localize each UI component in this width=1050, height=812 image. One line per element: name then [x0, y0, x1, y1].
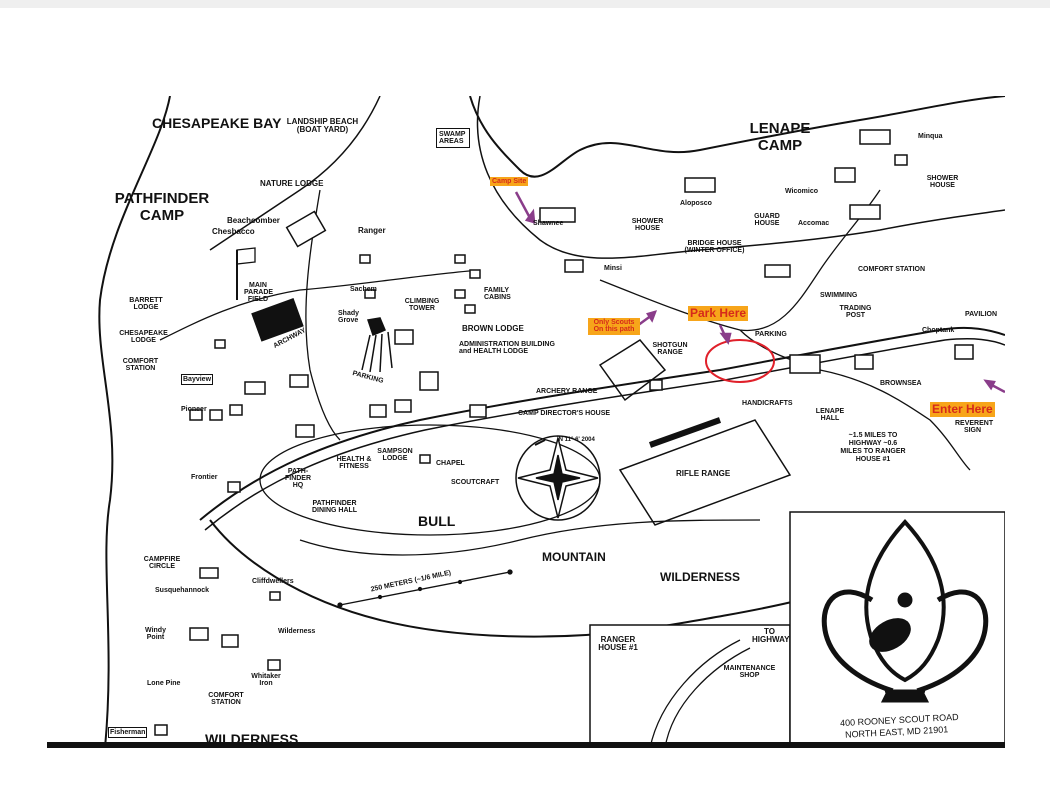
archery-range-label: ARCHERY RANGE	[536, 388, 598, 395]
barrett-lodge-label: BARRETT LODGE	[129, 297, 163, 311]
pavilion-label: PAVILION	[965, 311, 998, 318]
highway-note-label: ~1.5 MILES TO HIGHWAY ~0.6 MILES TO RANG…	[840, 432, 906, 464]
cove-north	[469, 96, 1005, 178]
aloposco-label: Aloposco	[680, 200, 712, 207]
accomac-label: Accomac	[798, 220, 830, 227]
wilderness-boundary	[209, 519, 801, 638]
to-highway-label: TO HIGHWAY	[752, 627, 790, 644]
pioneer-label: Pioneer	[181, 406, 207, 413]
bull-label: BULL	[418, 513, 456, 529]
fisherman-label: Fisherman	[108, 727, 148, 738]
camp-site-arrow	[514, 191, 532, 219]
chesapeake-bay-label: CHESAPEAKE BAY	[152, 115, 282, 131]
compass-note-label: IN 11° 6' 2004	[557, 437, 595, 443]
fleur-de-lis-logo	[821, 519, 989, 703]
pathfinder-hq-label: PATH-FINDER HQ	[284, 468, 312, 489]
enter-here-annotation: Enter Here	[930, 402, 995, 417]
bayview-label: Bayview	[181, 374, 214, 385]
camp-site-annotation: Camp Site	[490, 177, 529, 187]
climbing-tower-label: CLIMBING TOWER	[404, 298, 440, 312]
chapel-label: CHAPEL	[436, 460, 465, 467]
brownsea-label: BROWNSEA	[880, 380, 922, 387]
shotgun-range	[598, 339, 667, 402]
main-road	[199, 326, 1005, 521]
park-marker-circle	[705, 339, 775, 383]
camp-directors-house-label: CAMP DIRECTOR'S HOUSE	[518, 410, 611, 417]
trail-west	[159, 269, 481, 341]
campfire-circle-label: CAMPFIRE CIRCLE	[143, 556, 181, 570]
shoreline-north	[209, 96, 381, 251]
wicomico-label: Wicomico	[785, 188, 818, 195]
ranger-label: Ranger	[358, 226, 386, 235]
climbing-tower	[361, 317, 393, 373]
parade-field	[251, 298, 304, 342]
maintenance-shop-label: MAINTENANCE SHOP	[723, 665, 776, 679]
handicrafts-label: HANDICRAFTS	[742, 400, 793, 407]
shady-grove-label: Shady Grove	[338, 310, 360, 324]
whitaker-iron-label: Whitaker Iron	[251, 673, 281, 687]
cliffdwellers-label: Cliffdwellers	[252, 578, 294, 585]
reverent-sign-label: REVERENT SIGN	[955, 420, 994, 434]
windy-point-label: Windy Point	[145, 627, 166, 641]
ranger-house-label: RANGER HOUSE #1	[598, 635, 638, 652]
rifle-range-label: RIFLE RANGE	[676, 469, 731, 478]
sampson-lodge-label: SAMPSON LODGE	[377, 448, 413, 462]
mountain-label: MOUNTAIN	[542, 550, 606, 564]
comfort-station-west-label: COMFORT STATION	[122, 358, 159, 372]
guard-house-label: GUARD HOUSE	[754, 213, 780, 227]
park-here-annotation: Park Here	[688, 306, 749, 321]
nature-lodge-label: NATURE LODGE	[260, 179, 324, 188]
lone-pine-label: Lone Pine	[147, 680, 181, 687]
pathfinder-dining-label: PATHFINDER DINING HALL	[311, 500, 358, 514]
trading-post-label: TRADING POST	[839, 305, 872, 319]
sachem-label: Sachem	[350, 286, 377, 293]
map-bottom-border	[47, 742, 1005, 748]
inset-ranger-house	[589, 624, 791, 748]
chesapeake-lodge-label: CHESAPEAKE LODGE	[119, 330, 168, 344]
compass-rose	[515, 435, 601, 521]
main-parade-label: MAIN PARADE FIELD	[244, 282, 274, 303]
camp-map	[47, 96, 1005, 748]
minsi-label: Minsi	[604, 265, 622, 272]
lenape-camp-label: LENAPE CAMP	[749, 120, 811, 154]
wilderness-site-label: Wilderness	[278, 628, 316, 635]
swamp-areas-label: SWAMP AREAS	[436, 128, 470, 148]
lenape-hall-label: LENAPE HALL	[815, 408, 845, 422]
parking-east-label: PARKING	[755, 331, 787, 338]
wilderness-east-label: WILDERNESS	[660, 570, 741, 584]
scoutcraft-label: SCOUTCRAFT	[451, 479, 500, 486]
minqua-label: Minqua	[918, 133, 943, 140]
shoreline-west	[98, 96, 171, 748]
rifle-range	[618, 419, 792, 526]
scale-bar	[337, 569, 513, 608]
admin-building-label: ADMINISTRATION BUILDING and HEALTH LODGE	[459, 341, 555, 355]
shawnee-label: Shawnee	[533, 220, 564, 227]
shotgun-range-label: SHOTGUN RANGE	[652, 342, 688, 356]
brown-lodge-label: BROWN LODGE	[462, 324, 524, 333]
pathfinder-camp-label: PATHFINDER CAMP	[114, 190, 210, 224]
shower-house-ne-label: SHOWER HOUSE	[926, 175, 959, 189]
shower-house-north-label: SHOWER HOUSE	[631, 218, 664, 232]
swimming-label: SWIMMING	[820, 292, 858, 299]
frontier-label: Frontier	[191, 474, 218, 481]
top-strip	[0, 0, 1050, 8]
beachcomber-label: Beachcomber	[227, 216, 280, 225]
chesbacco-label: Chesbacco	[212, 227, 255, 236]
landship-beach-label: LANDSHIP BEACH (BOAT YARD)	[286, 117, 359, 134]
comfort-station-east-label: COMFORT STATION	[858, 266, 926, 273]
choptank-label: Choptank	[922, 327, 955, 334]
health-fitness-label: HEALTH & FITNESS	[336, 456, 372, 470]
susquehannock-label: Susquehannock	[155, 587, 210, 594]
only-scouts-annotation: Only Scouts On this path	[588, 318, 640, 335]
comfort-station-south-label: COMFORT STATION	[208, 692, 244, 706]
family-cabins-label: FAMILY CABINS	[484, 287, 511, 301]
bridge-house-label: BRIDGE HOUSE (WINTER OFFICE)	[684, 240, 745, 254]
